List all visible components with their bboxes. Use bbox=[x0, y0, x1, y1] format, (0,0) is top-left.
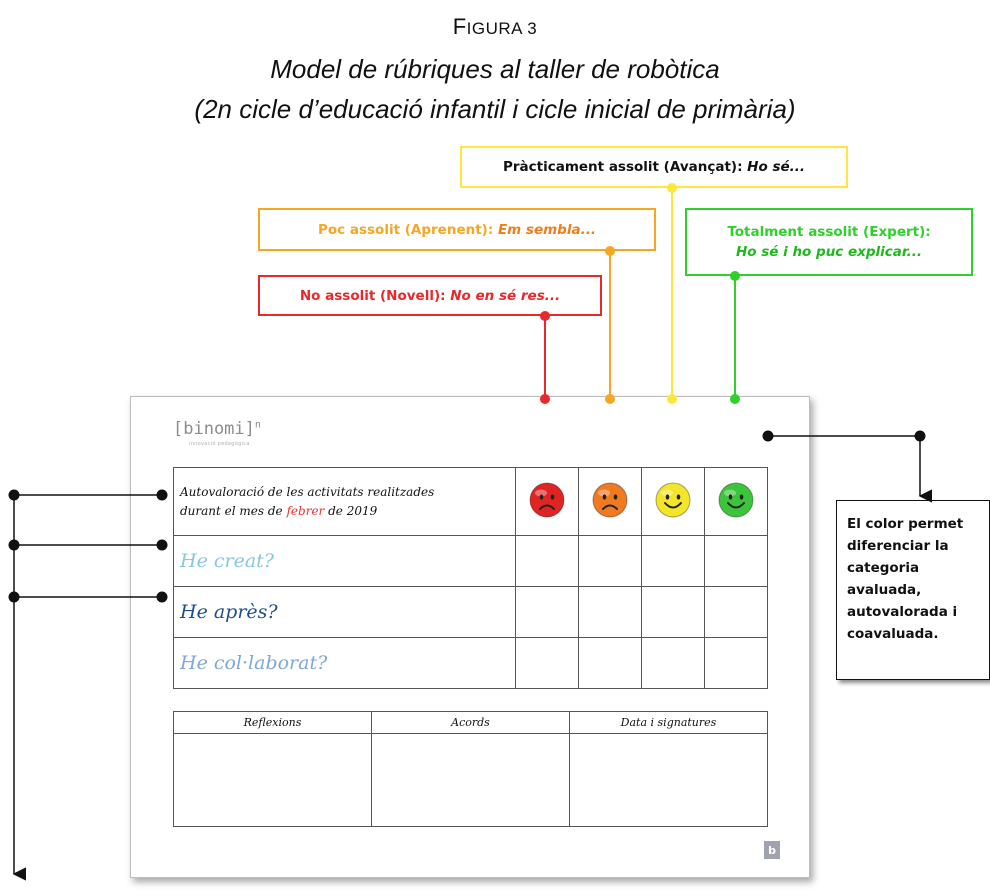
callout-avancat-hint: Ho sé... bbox=[747, 159, 806, 175]
callout-novell-name: No assolit (Novell): bbox=[299, 287, 446, 304]
figure-label: FIGURA 3 bbox=[452, 14, 538, 39]
connector-avancat bbox=[667, 183, 677, 404]
binomi-corner-mark: b bbox=[764, 841, 780, 859]
notes-table: Reflexions Acords Data i signatures bbox=[173, 711, 768, 827]
rating-cell[interactable] bbox=[578, 586, 642, 638]
row-label-collaborat: He col·laborat? bbox=[180, 652, 328, 674]
face-cell-red bbox=[515, 467, 579, 536]
callout-avancat: Pràcticament assolit (Avançat): Ho sé... bbox=[460, 146, 848, 188]
connector-info-box bbox=[762, 430, 933, 503]
row-label-apres: He après? bbox=[180, 601, 278, 623]
connector-novell bbox=[540, 311, 550, 404]
header-text-line2: durant el mes de bbox=[180, 503, 283, 518]
notes-body-row bbox=[173, 733, 768, 827]
connector-aprenent bbox=[605, 246, 615, 404]
binomi-logo: [binomi]n bbox=[173, 419, 261, 439]
rubric-header-row: Autovaloració de les activitats realitza… bbox=[173, 467, 768, 536]
callout-novell: No assolit (Novell): No en sé res... bbox=[258, 275, 602, 316]
rating-cell[interactable] bbox=[704, 535, 768, 587]
callout-aprenent-hint: Em sembla... bbox=[497, 221, 596, 238]
sad-face-red-icon bbox=[529, 482, 565, 517]
rubric-table: Autovaloració de les activitats realitza… bbox=[173, 467, 768, 689]
smiley-face-green-icon bbox=[718, 482, 754, 517]
binomi-logo-subtitle: innovació pedagògica bbox=[189, 441, 250, 447]
notes-reflexions-field[interactable] bbox=[173, 733, 372, 827]
notes-acords-field[interactable] bbox=[371, 733, 570, 827]
rating-cell[interactable] bbox=[515, 535, 579, 587]
rubric-worksheet: [binomi]n innovació pedagògica Autovalor… bbox=[130, 396, 810, 878]
header-text-line1: Autovaloració de les activitats realitza… bbox=[180, 484, 435, 499]
rating-cell[interactable] bbox=[641, 535, 705, 587]
rubric-row-creat: He creat? bbox=[173, 535, 768, 587]
notes-signatures-field[interactable] bbox=[569, 733, 768, 827]
rubric-row-apres: He après? bbox=[173, 586, 768, 638]
callout-avancat-name: Pràcticament assolit (Avançat): bbox=[502, 159, 743, 175]
rating-cell[interactable] bbox=[578, 535, 642, 587]
face-cell-green bbox=[704, 467, 768, 536]
rating-cell[interactable] bbox=[704, 637, 768, 689]
callout-expert-hint: Ho sé i ho puc explicar... bbox=[735, 244, 923, 260]
callout-aprenent-name: Poc assolit (Aprenent): bbox=[318, 221, 494, 238]
rating-cell[interactable] bbox=[515, 637, 579, 689]
figure-title: Model de rúbriques al taller de robòtica bbox=[270, 54, 720, 84]
rubric-row-collaborat: He col·laborat? bbox=[173, 637, 768, 689]
row-label-creat: He creat? bbox=[180, 550, 274, 572]
sad-face-orange-icon bbox=[592, 482, 628, 517]
callout-aprenent: Poc assolit (Aprenent): Em sembla... bbox=[258, 208, 656, 251]
header-year: de 2019 bbox=[328, 503, 378, 518]
figure-subtitle: (2n cicle d’educació infantil i cicle in… bbox=[194, 94, 796, 124]
smiley-face-yellow-icon bbox=[655, 482, 691, 517]
callout-expert: Totalment assolit (Expert): Ho sé i ho pu… bbox=[685, 208, 973, 276]
face-cell-yellow bbox=[641, 467, 705, 536]
connector-left-bracket bbox=[8, 489, 168, 881]
connector-expert bbox=[730, 271, 740, 404]
callout-novell-hint: No en sé res... bbox=[450, 287, 561, 304]
header-month: febrer bbox=[286, 503, 325, 518]
callout-expert-name: Totalment assolit (Expert): bbox=[727, 224, 931, 240]
face-cell-orange bbox=[578, 467, 642, 536]
